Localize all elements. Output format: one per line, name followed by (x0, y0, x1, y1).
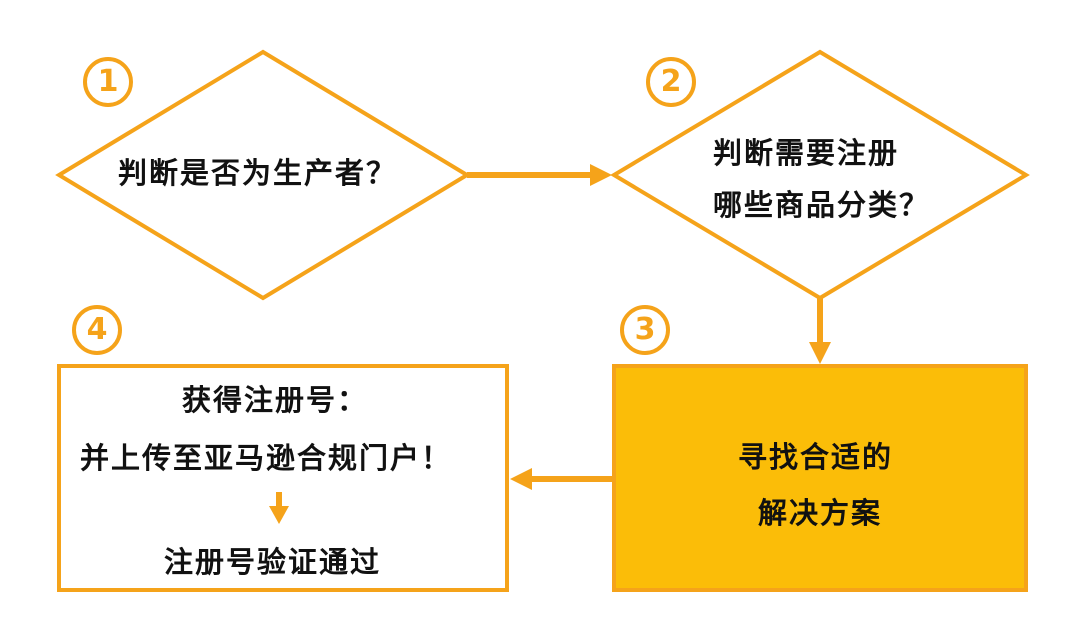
process-box-4 (57, 364, 509, 592)
down-arrow-icon (269, 492, 289, 524)
step2-text-line2: 哪些商品分类？ (713, 188, 931, 222)
step-number-4: 4 (72, 305, 122, 355)
arrow-step2-to-step3 (809, 298, 831, 364)
process-box-3 (612, 364, 1028, 592)
arrow-step1-to-step2 (467, 164, 612, 186)
step1-text: 判断是否为生产者？ (118, 156, 398, 190)
decision-diamond-1 (55, 49, 471, 301)
step-number-3: 3 (620, 305, 670, 355)
step3-text-line2: 解决方案 (758, 496, 883, 530)
step4-text-line1: 获得注册号： (182, 383, 369, 417)
step-number-1: 1 (83, 57, 133, 107)
step4-text-line2: 并上传至亚马逊合规门户！ (80, 441, 453, 475)
step3-text-line1: 寻找合适的 (738, 440, 894, 474)
step-number-2: 2 (646, 57, 696, 107)
arrow-step3-to-step4 (510, 468, 614, 490)
step4-text-line3: 注册号验证通过 (164, 545, 382, 579)
step2-text-line1: 判断需要注册 (713, 136, 900, 170)
